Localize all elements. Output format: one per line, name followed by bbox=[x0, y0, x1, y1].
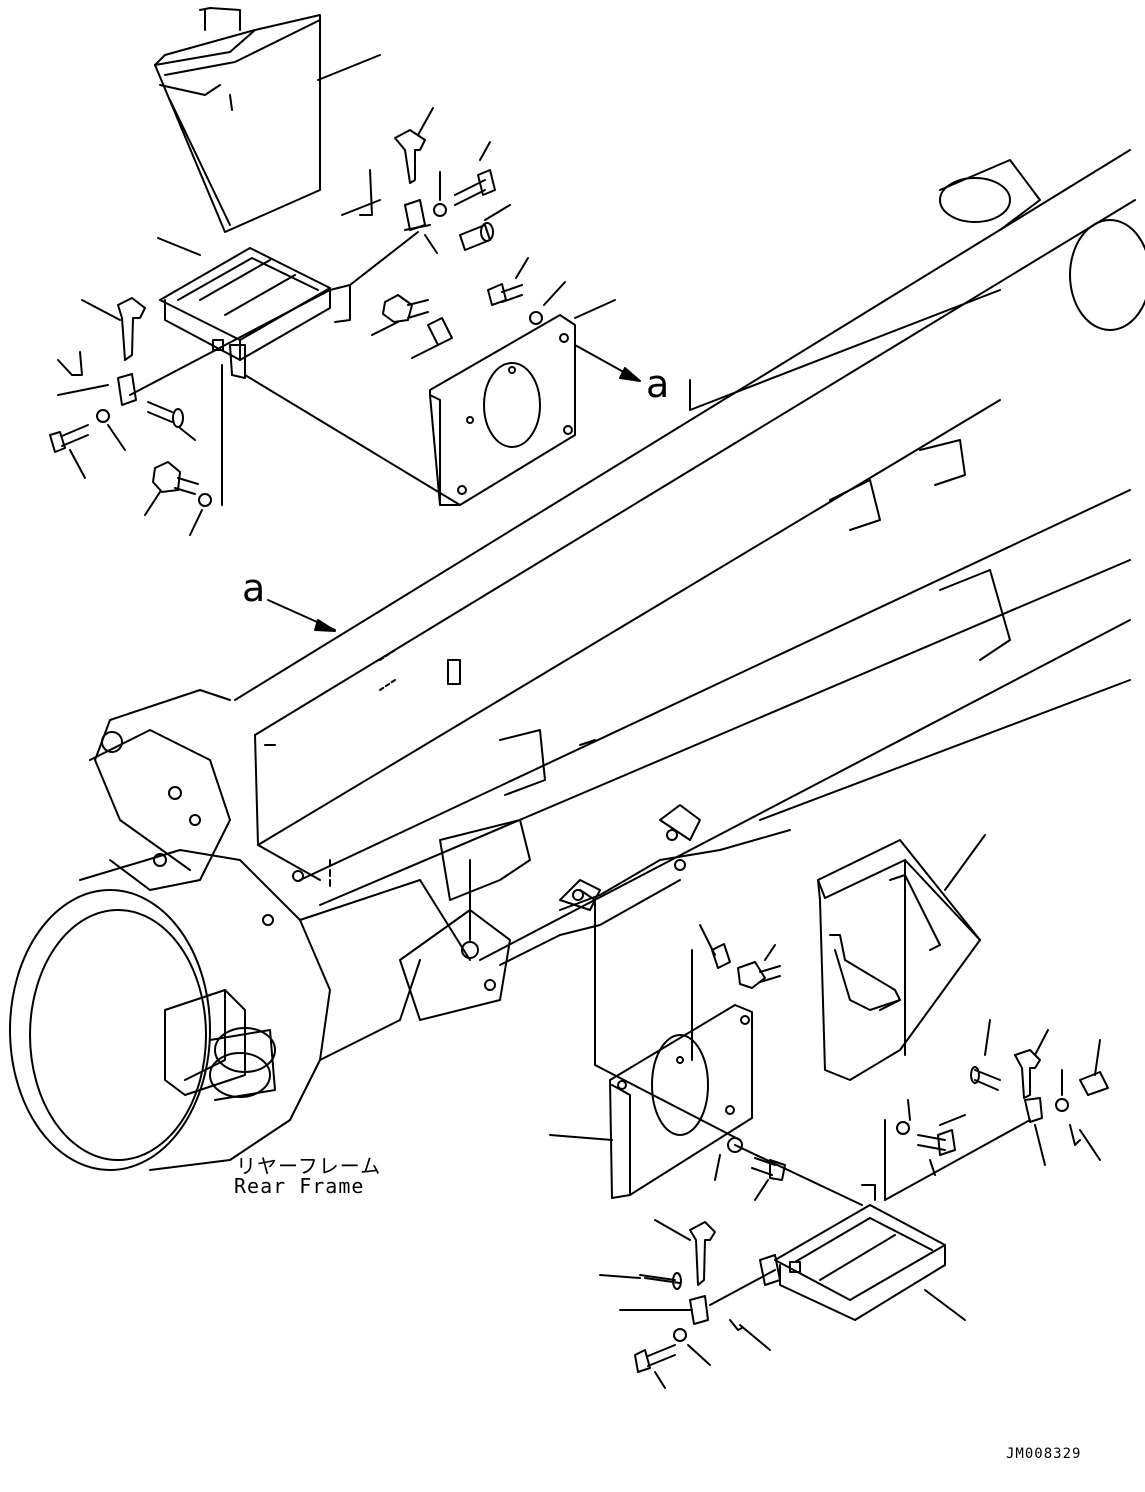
toolbox-container-lower bbox=[817, 839, 981, 1081]
toolbox-container-upper bbox=[154, 14, 321, 233]
drawing-number: JM008329 bbox=[1006, 1446, 1082, 1462]
upper-toolbox-assembly bbox=[49, 7, 641, 536]
frame-label-japanese: リヤーフレーム bbox=[236, 1154, 382, 1178]
rear-frame bbox=[9, 149, 1145, 1171]
lower-toolbox-assembly bbox=[549, 834, 1109, 1389]
view-marker-a-bottom: a bbox=[242, 566, 266, 610]
mounting-plate-upper bbox=[429, 299, 616, 506]
mounting-plate-lower bbox=[549, 1004, 753, 1199]
tray-bracket-upper bbox=[157, 237, 351, 379]
view-a-arrow-lower bbox=[267, 599, 336, 632]
hardware-lower bbox=[579, 889, 1109, 1389]
frame-label-english: Rear Frame bbox=[234, 1174, 365, 1198]
view-marker-a-top: a bbox=[646, 362, 670, 406]
hardware-upper bbox=[49, 107, 566, 536]
